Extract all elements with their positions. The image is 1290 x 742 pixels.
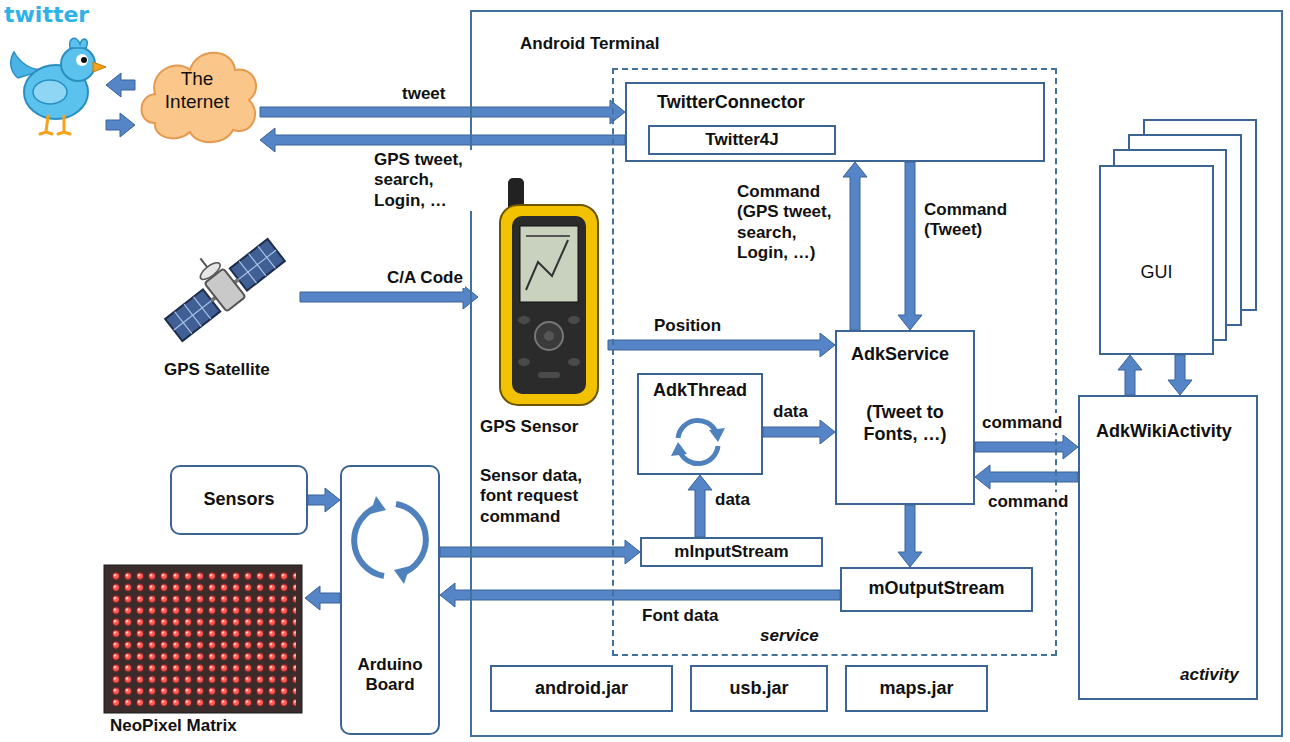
flow-arrow xyxy=(688,475,712,537)
neopixel-matrix: NeoPixel Matrix xyxy=(100,560,305,740)
node-label: GPS Satellite xyxy=(164,360,270,380)
node-label: usb.jar xyxy=(692,678,826,700)
neopixel-picture xyxy=(104,565,302,713)
component-box: TwitterConnectorTwitter4J xyxy=(625,82,1045,162)
node-sublabel: activity xyxy=(1180,665,1239,685)
library-box: maps.jar xyxy=(845,665,988,712)
node-label: AdkWikiActivity xyxy=(1096,421,1232,443)
node-label: twitter xyxy=(4,2,89,28)
edge-label: Sensor data, font request command xyxy=(478,466,612,527)
flow-arrow xyxy=(975,435,1078,459)
flow-arrow xyxy=(260,128,625,152)
flow-arrow xyxy=(305,586,340,610)
stream-box: mInputStream xyxy=(640,537,823,567)
edge-label: Command (Tweet) xyxy=(922,200,1036,241)
node-label: AdkThread xyxy=(639,380,761,402)
edge-label: data xyxy=(771,402,810,422)
twitter-logo: twitter xyxy=(2,2,106,142)
node-sublabel: (Tweet to Fonts, …) xyxy=(855,402,955,445)
board-box: Arduino Board xyxy=(340,465,440,735)
node-label: android.jar xyxy=(492,678,671,700)
edge-label: command xyxy=(986,492,1070,512)
edge-label: tweet xyxy=(400,84,447,104)
flow-arrow xyxy=(1118,355,1142,395)
gps-satellite: GPS Satellite xyxy=(150,228,300,383)
cloud-shape xyxy=(142,53,257,143)
edge-label: GPS tweet, search, Login, … xyxy=(372,150,476,211)
flow-arrow xyxy=(106,73,135,97)
board-loop-head xyxy=(370,496,386,514)
node-label: mOutputStream xyxy=(842,578,1031,600)
edge-label: Command (GPS tweet, search, Login, …) xyxy=(735,182,844,264)
flow-arrow xyxy=(300,285,478,309)
flow-arrow xyxy=(763,420,835,444)
node-label: Android Terminal xyxy=(520,34,659,54)
node-label: AdkService xyxy=(851,344,949,366)
board-loop-icon xyxy=(354,504,426,576)
library-box: usb.jar xyxy=(690,665,828,712)
flow-arrow xyxy=(1168,355,1192,395)
android-terminal-boundary: Android TerminalserviceTwitterConnectorT… xyxy=(470,10,1283,737)
flow-arrow xyxy=(440,583,840,607)
edge-label: Position xyxy=(652,316,723,336)
node-label: maps.jar xyxy=(847,678,986,700)
node-label: NeoPixel Matrix xyxy=(110,716,237,736)
flow-arrow xyxy=(106,113,135,137)
twitter-bird xyxy=(11,38,106,134)
node-label: The Internet xyxy=(147,68,247,114)
flow-arrow xyxy=(308,488,340,512)
node-label: TwitterConnector xyxy=(657,92,805,114)
satellite-picture xyxy=(149,218,287,344)
node-label: GPS Sensor xyxy=(480,417,578,437)
gps-sensor: GPS Sensor xyxy=(478,175,608,440)
flow-arrow xyxy=(843,162,867,330)
library-box: Twitter4J xyxy=(648,125,836,155)
gui-window: GUI xyxy=(1099,165,1214,355)
thread-loop-head xyxy=(671,442,687,456)
flow-arrow xyxy=(260,100,625,124)
flow-arrow xyxy=(898,505,922,567)
edge-label: data xyxy=(713,490,752,510)
sensor-box: Sensors xyxy=(170,465,308,535)
gps-device-picture xyxy=(500,178,598,405)
internet-cloud: The Internet xyxy=(135,38,260,148)
edge-label: command xyxy=(980,413,1064,433)
flow-arrow xyxy=(975,465,1078,489)
edge-label: Font data xyxy=(640,606,721,626)
node-label: Twitter4J xyxy=(650,130,834,150)
node-label: Sensors xyxy=(172,489,306,511)
edge-label: C/A Code xyxy=(385,268,465,288)
node-label: mInputStream xyxy=(642,542,821,562)
service-boundary: service TwitterConnectorTwitter4J AdkServi… xyxy=(612,68,1057,656)
node-label: GUI xyxy=(1101,262,1212,284)
thread-box: AdkThread xyxy=(637,373,763,475)
board-loop-head xyxy=(394,566,410,584)
activity-box: AdkWikiActivity activity xyxy=(1078,395,1258,700)
node-label: service xyxy=(760,626,819,646)
thread-loop-head xyxy=(709,428,725,442)
stream-box: mOutputStream xyxy=(840,567,1033,612)
flow-arrow xyxy=(608,333,835,357)
node-label: Arduino Board xyxy=(346,655,434,696)
library-box: android.jar xyxy=(490,665,673,712)
flow-arrow xyxy=(898,162,922,330)
component-box: AdkService (Tweet to Fonts, …) xyxy=(835,330,975,505)
thread-loop-icon xyxy=(678,420,718,463)
